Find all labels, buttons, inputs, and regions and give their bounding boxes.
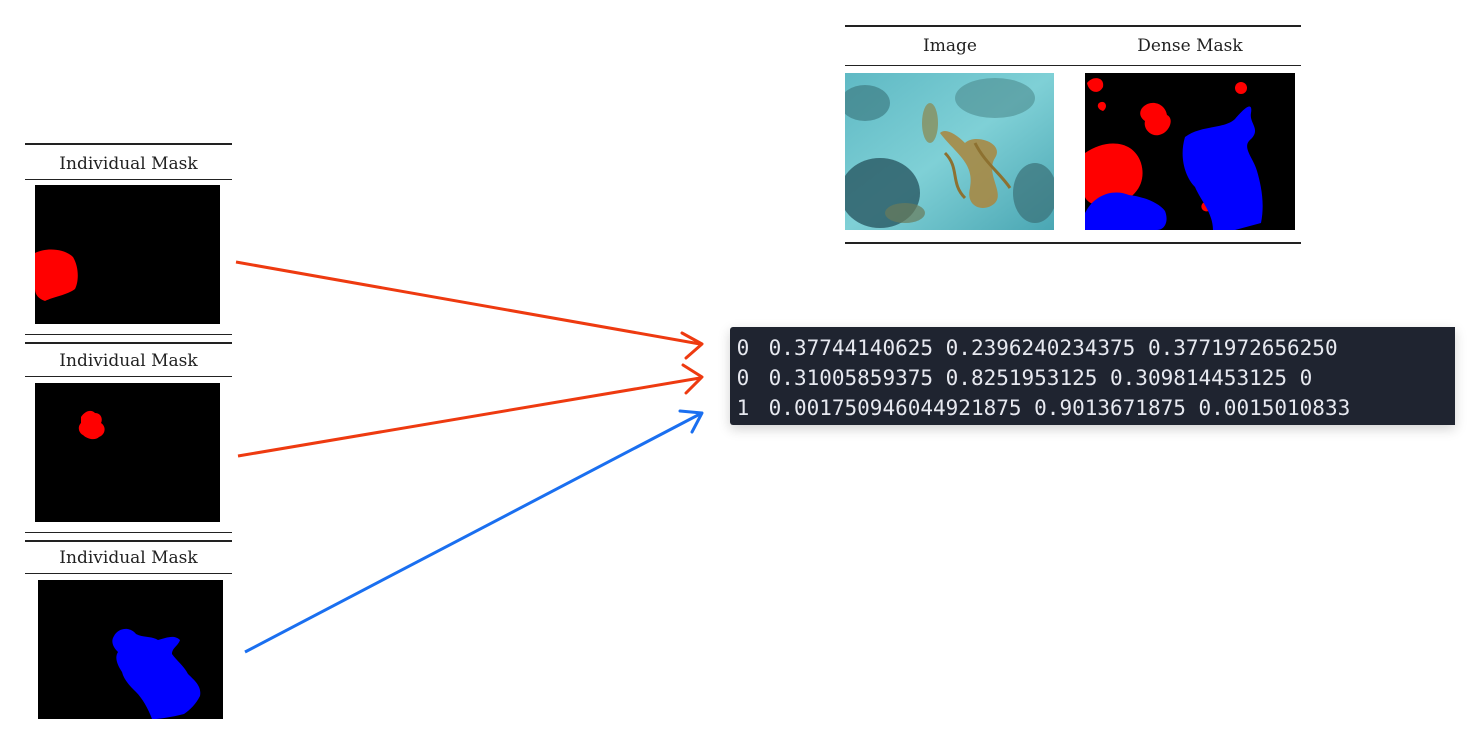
mask-1-bottom-rule — [25, 334, 232, 335]
mask-2-mid-rule — [25, 376, 232, 377]
annotation-line: 1 0.001750946044921875 0.9013671875 0.00… — [730, 393, 1351, 423]
individual-mask-1-image — [35, 185, 220, 324]
dense-table-header-image: Image — [923, 36, 977, 56]
dense-table-top-rule — [845, 25, 1301, 27]
individual-mask-2-image — [35, 383, 220, 522]
coordinate-values: 0.31005859375 0.8251953125 0.30981445312… — [768, 366, 1313, 390]
dense-table-bottom-rule — [845, 242, 1301, 244]
underwater-reef-photo — [845, 73, 1054, 230]
individual-mask-3-image — [38, 580, 223, 719]
arrow-mask-2-to-line-2 — [237, 363, 704, 458]
mask-1-mid-rule — [25, 179, 232, 180]
dense-table-header-dense-mask: Dense Mask — [1137, 36, 1243, 56]
mask-1-title: Individual Mask — [59, 154, 198, 174]
mask-1-top-rule — [25, 143, 232, 145]
class-id: 0 — [736, 336, 750, 360]
annotation-text-panel: 0 0.37744140625 0.2396240234375 0.377197… — [730, 327, 1455, 425]
mask-3-top-rule — [25, 540, 232, 542]
annotation-line: 0 0.37744140625 0.2396240234375 0.377197… — [730, 333, 1338, 363]
coordinate-values: 0.37744140625 0.2396240234375 0.37719726… — [768, 336, 1338, 360]
dense-table-mid-rule — [845, 65, 1301, 66]
arrow-mask-3-to-line-3 — [244, 409, 704, 654]
mask-3-title: Individual Mask — [59, 548, 198, 568]
mask-2-top-rule — [25, 342, 232, 344]
mask-2-bottom-rule — [25, 532, 232, 533]
annotation-line: 0 0.31005859375 0.8251953125 0.309814453… — [730, 363, 1313, 393]
mask-3-mid-rule — [25, 573, 232, 574]
arrow-mask-1-to-line-1 — [235, 260, 704, 360]
class-id: 1 — [736, 396, 750, 420]
mask-2-title: Individual Mask — [59, 351, 198, 371]
class-id: 0 — [736, 366, 750, 390]
coordinate-values: 0.001750946044921875 0.9013671875 0.0015… — [768, 396, 1351, 420]
dense-mask-image — [1085, 73, 1295, 230]
